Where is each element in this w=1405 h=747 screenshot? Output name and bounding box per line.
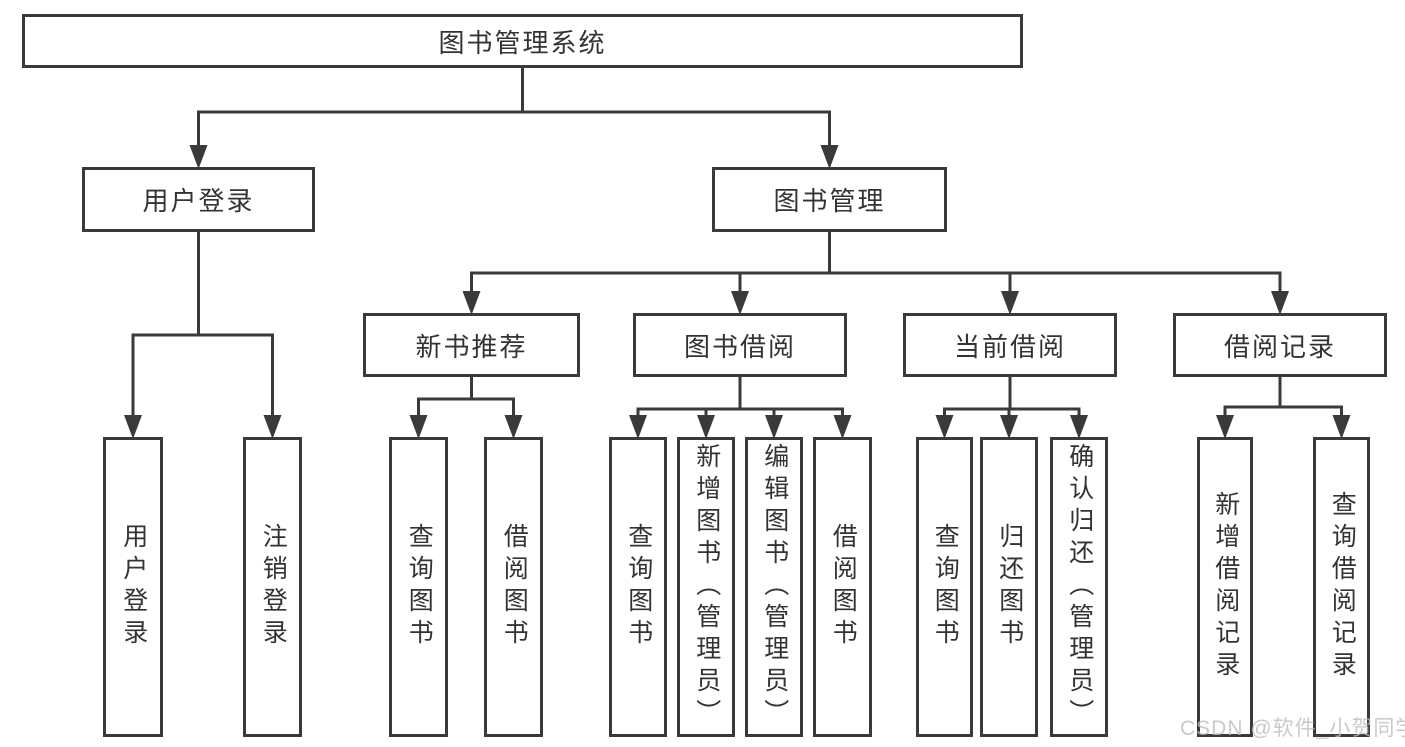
node-label: 归还图书 bbox=[995, 523, 1024, 651]
node-leaf-bw-search: 查询图书 bbox=[609, 437, 667, 737]
csdn-watermark: CSDN @软件_小贺同学 bbox=[1180, 717, 1405, 740]
node-label: 注销登录 bbox=[259, 523, 288, 651]
arrowhead-icon bbox=[731, 291, 749, 315]
node-label: 图书管理 bbox=[773, 186, 886, 216]
arrowhead-icon bbox=[820, 145, 839, 169]
arrowhead-icon bbox=[765, 415, 783, 439]
node-records: 借阅记录 bbox=[1173, 313, 1387, 377]
node-root: 图书管理系统 bbox=[22, 14, 1023, 68]
node-label: 用户登录 bbox=[142, 186, 255, 216]
node-current: 当前借阅 bbox=[903, 313, 1117, 377]
arrowhead-icon bbox=[504, 415, 523, 439]
node-leaf-user-login: 用户登录 bbox=[103, 437, 163, 737]
arrowhead-icon bbox=[1001, 291, 1019, 315]
arrowhead-icon bbox=[935, 415, 954, 439]
node-borrow: 图书借阅 bbox=[633, 313, 847, 377]
node-leaf-bw-edit: 编辑图书（管理员） bbox=[745, 437, 803, 737]
node-book-mgmt: 图书管理 bbox=[712, 167, 947, 232]
arrowhead-icon bbox=[124, 415, 142, 439]
node-leaf-cur-search: 查询图书 bbox=[916, 437, 973, 737]
node-label: 编辑图书（管理员） bbox=[760, 443, 789, 731]
arrowhead-icon bbox=[1332, 415, 1351, 439]
arrowhead-icon bbox=[1000, 415, 1018, 439]
arrowhead-icon bbox=[1216, 415, 1234, 439]
arrowhead-icon bbox=[1070, 415, 1088, 439]
node-label: 新增图书（管理员） bbox=[692, 443, 721, 731]
node-leaf-cur-return: 归还图书 bbox=[980, 437, 1038, 737]
node-label: 查询图书 bbox=[931, 523, 960, 651]
node-leaf-cur-confirm: 确认归还（管理员） bbox=[1050, 437, 1108, 737]
node-label: 借阅图书 bbox=[500, 523, 529, 651]
node-label: 查询图书 bbox=[624, 523, 653, 651]
node-leaf-nb-borrow: 借阅图书 bbox=[484, 437, 543, 737]
node-user-login: 用户登录 bbox=[82, 167, 315, 232]
node-label: 确认归还（管理员） bbox=[1065, 443, 1094, 731]
node-leaf-rec-add: 新增借阅记录 bbox=[1197, 437, 1253, 737]
node-label: 图书借阅 bbox=[683, 331, 796, 362]
arrowhead-icon bbox=[1271, 291, 1289, 315]
node-label: 新书推荐 bbox=[415, 331, 528, 362]
node-leaf-bw-add: 新增图书（管理员） bbox=[677, 437, 735, 737]
node-label: 用户登录 bbox=[119, 523, 148, 651]
node-label: 借阅图书 bbox=[829, 523, 858, 651]
node-leaf-bw-borrow: 借阅图书 bbox=[813, 437, 872, 737]
node-label: 查询借阅记录 bbox=[1328, 491, 1357, 683]
arrowhead-icon bbox=[629, 415, 647, 439]
node-label: 新增借阅记录 bbox=[1211, 491, 1240, 683]
node-leaf-rec-search: 查询借阅记录 bbox=[1313, 437, 1370, 737]
arrowhead-icon bbox=[189, 145, 208, 169]
node-label: 图书管理系统 bbox=[438, 27, 607, 58]
node-new-books: 新书推荐 bbox=[363, 313, 580, 377]
arrowhead-icon bbox=[697, 415, 715, 439]
node-leaf-nb-search: 查询图书 bbox=[389, 437, 448, 737]
node-label: 查询图书 bbox=[405, 523, 434, 651]
arrowhead-icon bbox=[833, 415, 852, 439]
node-label: 借阅记录 bbox=[1223, 331, 1336, 362]
arrowhead-icon bbox=[263, 415, 282, 439]
arrowhead-icon bbox=[462, 291, 481, 315]
node-leaf-logout: 注销登录 bbox=[243, 437, 302, 737]
arrowhead-icon bbox=[409, 415, 428, 439]
node-label: 当前借阅 bbox=[953, 331, 1066, 362]
